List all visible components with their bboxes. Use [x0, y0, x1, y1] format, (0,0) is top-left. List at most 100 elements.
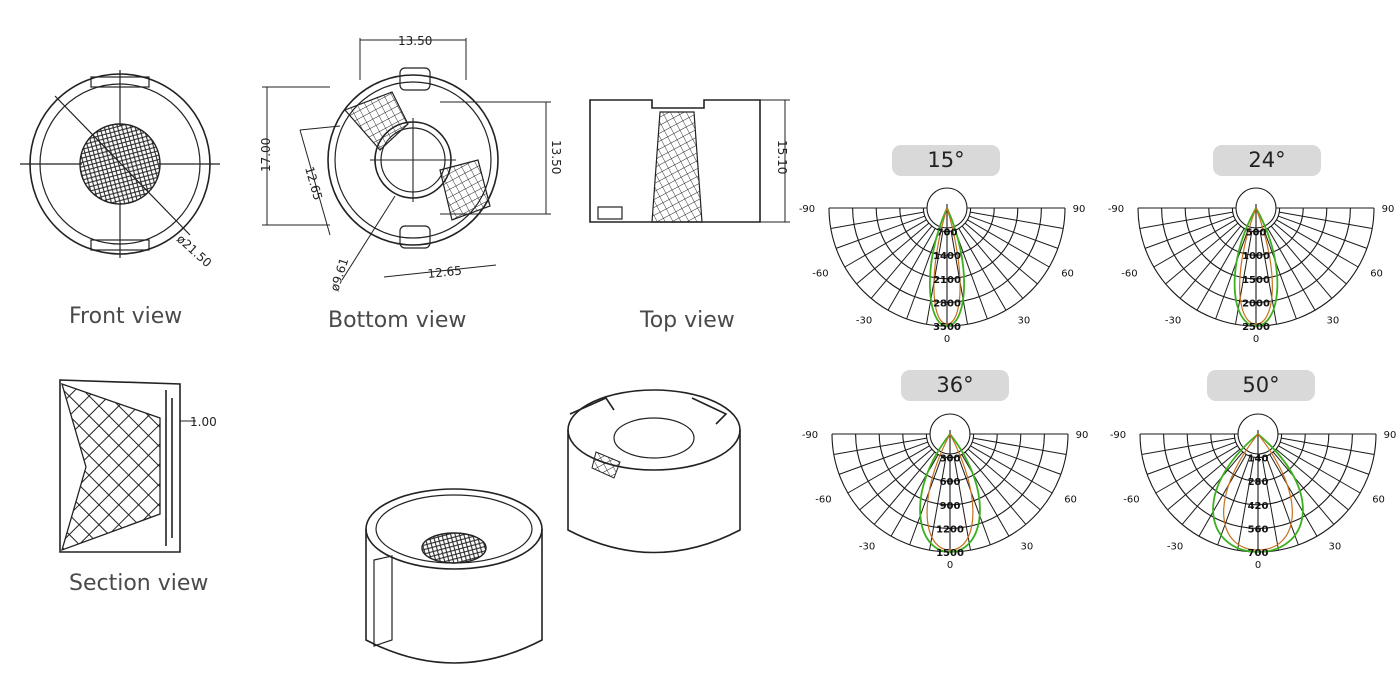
polar-spoke: [1263, 230, 1297, 320]
polar-spoke: [1237, 457, 1255, 551]
beam-pill-50: 50°: [1207, 370, 1315, 401]
bottom-view-label: Bottom view: [328, 308, 467, 333]
bottom-right-dim: 13.50: [549, 140, 563, 174]
radial-tick-label: 700: [937, 228, 958, 239]
angle-tick-label: -30: [1167, 542, 1183, 553]
polar-spoke: [1261, 457, 1279, 551]
polar-spoke: [1272, 451, 1335, 525]
radial-tick-label: 500: [1246, 228, 1267, 239]
section-thickness-dim: 1.00: [190, 415, 217, 429]
polar-spoke: [1153, 219, 1236, 268]
polar-spoke: [1165, 222, 1239, 285]
angle-tick-label: 0: [944, 334, 950, 345]
polar-spoke: [970, 445, 1053, 494]
bottom-diag-dim: 12.65: [302, 165, 325, 202]
bottom-view-drawing: [262, 38, 551, 281]
polar-spoke: [847, 445, 930, 494]
angle-tick-label: 30: [1327, 316, 1340, 327]
angle-tick-label: -60: [1123, 494, 1139, 505]
angle-tick-label: 0: [1253, 334, 1259, 345]
polar-spoke: [1279, 211, 1373, 229]
top-height-dim: 15.10: [775, 140, 789, 174]
radial-tick-label: 140: [1248, 454, 1269, 465]
angle-tick-label: 90: [1382, 204, 1395, 215]
section-view-label: Section view: [69, 571, 209, 596]
lens-3d-front: [365, 488, 543, 664]
angle-tick-label: 0: [1255, 560, 1261, 571]
polar-spoke: [1146, 441, 1236, 475]
radial-tick-label: 1200: [936, 524, 964, 535]
polar-spoke: [1179, 225, 1242, 299]
polar-spoke: [870, 225, 933, 299]
polar-spoke: [856, 222, 930, 285]
radial-tick-label: 2800: [933, 298, 961, 309]
intensity-curve-green: [919, 433, 981, 553]
polar-spoke: [958, 228, 1007, 311]
beam-pill-24: 24°: [1213, 145, 1321, 176]
beam-pill-36: 36°: [901, 370, 1009, 401]
angle-tick-label: -30: [856, 316, 872, 327]
angle-tick-label: -30: [859, 542, 875, 553]
polar-spoke: [1267, 228, 1316, 311]
polar-spoke: [1215, 230, 1249, 320]
polar-spoke: [838, 441, 928, 475]
polar-spoke: [1198, 454, 1247, 537]
intensity-curve-orange: [1239, 207, 1273, 325]
top-view-label: Top view: [640, 308, 735, 333]
polar-spoke: [1196, 228, 1245, 311]
radial-tick-label: 600: [940, 477, 961, 488]
angle-tick-label: 60: [1061, 268, 1074, 279]
radial-tick-label: 2100: [933, 275, 961, 286]
radial-tick-label: 900: [940, 501, 961, 512]
polar-spoke: [1139, 211, 1233, 229]
polar-spoke: [835, 215, 925, 249]
angle-tick-label: 60: [1064, 494, 1077, 505]
polar-spoke: [953, 457, 971, 551]
polar-spoke: [1144, 215, 1234, 249]
polar-spoke: [973, 437, 1067, 455]
polar-spoke: [833, 437, 927, 455]
polar-spoke: [1278, 215, 1368, 249]
polar-spoke: [969, 215, 1059, 249]
polar-spoke: [859, 448, 933, 511]
polar-spoke: [929, 457, 947, 551]
angle-tick-label: 90: [1073, 204, 1086, 215]
polar-spoke: [1141, 437, 1235, 455]
polar-spoke: [1270, 225, 1333, 299]
angle-tick-label: 30: [1018, 316, 1031, 327]
angle-tick-label: -90: [799, 204, 815, 215]
angle-tick-label: -90: [1108, 204, 1124, 215]
polar-spoke: [961, 225, 1024, 299]
angle-tick-label: -90: [1110, 430, 1126, 441]
polar-spoke: [967, 219, 1050, 268]
front-diameter-dim: ø21.50: [174, 232, 214, 270]
bottom-hole-dim: ø9.61: [328, 256, 352, 293]
polar-spoke: [964, 222, 1038, 285]
angle-tick-label: -60: [1121, 268, 1137, 279]
polar-charts: 7001400210028003500-90-60-30030609050010…: [799, 187, 1396, 571]
angle-tick-label: 60: [1370, 268, 1383, 279]
polar-spoke: [844, 219, 927, 268]
radial-tick-label: 3500: [933, 322, 961, 333]
bottom-diag2-dim: 12.65: [427, 263, 463, 281]
polar-spoke: [1273, 222, 1347, 285]
front-view-label: Front view: [69, 304, 183, 329]
angle-tick-label: 30: [1329, 542, 1342, 553]
radial-tick-label: 560: [1248, 524, 1269, 535]
polar-spoke: [1281, 437, 1375, 455]
angle-tick-label: -60: [812, 268, 828, 279]
angle-tick-label: -30: [1165, 316, 1181, 327]
polar-spoke: [1275, 448, 1349, 511]
polar-spoke: [964, 451, 1027, 525]
angle-tick-label: -90: [802, 430, 818, 441]
polar-spoke: [950, 231, 968, 325]
angle-tick-label: 60: [1372, 494, 1385, 505]
angle-tick-label: 30: [1021, 542, 1034, 553]
intensity-curve-orange: [1223, 433, 1293, 551]
section-view-drawing: [59, 379, 196, 553]
